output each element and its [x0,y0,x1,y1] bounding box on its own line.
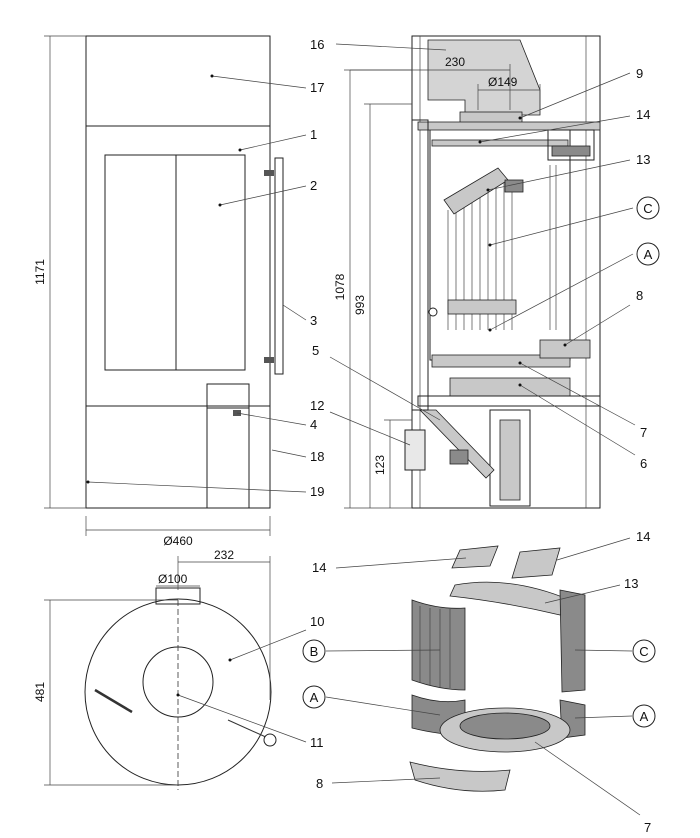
circled-a-marker [636,242,660,266]
parts-view [302,537,656,816]
dim-993: 993 [353,295,367,315]
callout-8-parts: 8 [316,776,323,791]
callout-7-parts: 7 [644,820,651,835]
circled-a-marker-right [632,704,656,728]
dim-149: Ø149 [488,75,518,89]
callout-8: 8 [636,288,643,303]
circled-b-marker [302,639,326,663]
flue-collar [427,39,541,116]
callout-10: 10 [310,614,324,629]
callout-18: 18 [310,449,324,464]
circled-b-label: B [310,644,319,659]
callout-6: 6 [640,456,647,471]
circled-c-label-parts: C [639,644,648,659]
circled-c-label: C [643,201,652,216]
callout-12: 12 [310,398,324,413]
callout-4: 4 [310,417,317,432]
base-column-section [489,409,531,507]
ash-chute [419,409,495,479]
callout-5: 5 [312,343,319,358]
part-8-log-guard [409,761,511,792]
dim-1078: 1078 [333,273,347,300]
callout-17: 17 [310,80,324,95]
ash-drawer-handle [206,383,250,409]
dim-481: 481 [33,682,47,702]
air-inlet [447,299,517,315]
firebrick-c [559,589,586,693]
callout-9: 9 [636,66,643,81]
callout-11: 11 [310,735,324,750]
callout-16: 16 [310,37,324,52]
callout-2: 2 [310,178,317,193]
door-glass [104,154,246,371]
door-handle-top [263,733,277,747]
callout-3: 3 [310,313,317,328]
section-view [329,35,660,509]
circled-a-label-left: A [310,690,319,705]
part-14-left [451,545,499,569]
front-width-dim: Ø460 [163,534,193,548]
grate [431,354,571,368]
circled-a-label-right: A [640,709,649,724]
front-height-dim: 1171 [33,259,47,285]
callout-14: 14 [636,107,650,122]
air-control-box [404,429,426,471]
part-13-baffle [449,581,571,616]
callout-14-parts-left: 14 [312,560,326,575]
dim-230: 230 [445,55,465,69]
log-guard [539,339,591,359]
firebox [429,127,571,361]
callout-14-parts-right: 14 [636,529,650,544]
circled-c-marker [636,196,660,220]
callout-13-parts: 13 [624,576,638,591]
circled-a-marker-left [302,685,326,709]
callout-7-section: 7 [640,425,647,440]
callout-1: 1 [310,127,317,142]
circled-c-marker-parts [632,639,656,663]
baffle [443,167,509,215]
stove-body-outline [85,35,271,509]
dim-232: 232 [214,548,234,562]
dim-100: Ø100 [158,572,188,586]
front-view [44,35,307,536]
circled-a-label: A [644,247,653,262]
dim-123: 123 [373,455,387,475]
ash-pan [449,377,571,397]
door-handle [274,157,284,375]
top-view [44,556,307,790]
firebrick-b [411,599,466,691]
base-column [206,407,250,509]
callout-13: 13 [636,152,650,167]
callout-19: 19 [310,484,324,499]
part-14-right [511,547,561,579]
